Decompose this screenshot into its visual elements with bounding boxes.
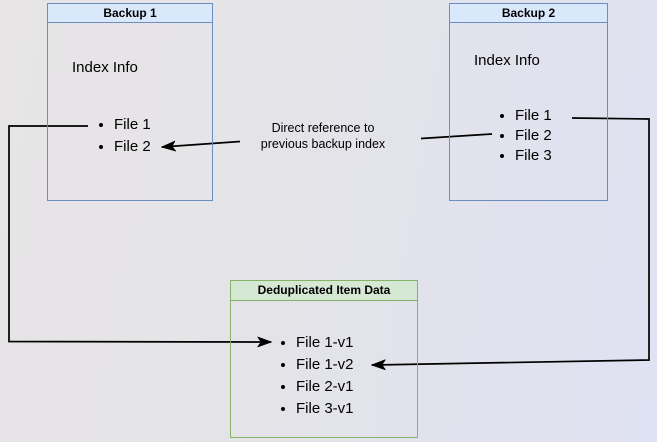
- backup1-file-list: File 1File 2: [94, 114, 151, 158]
- dedup-file-list: File 1-v1File 1-v2File 2-v1File 3-v1: [276, 332, 354, 420]
- file-list-item: File 3: [515, 146, 552, 166]
- file-list-item: File 1-v1: [296, 332, 354, 354]
- backup2-box: Backup 2 Index Info File 1File 2File 3: [449, 3, 608, 201]
- deduplicated-item-data-box: Deduplicated Item Data File 1-v1File 1-v…: [230, 280, 418, 438]
- file-list-item: File 2: [114, 136, 151, 158]
- file-list-item: File 2: [515, 126, 552, 146]
- file-list-item: File 1-v2: [296, 354, 354, 376]
- backup2-file-list: File 1File 2File 3: [495, 106, 552, 166]
- direct-reference-label-line1: Direct reference to: [271, 121, 375, 135]
- direct-reference-label-line2: previous backup index: [260, 136, 386, 151]
- backup1-title: Backup 1: [48, 4, 212, 23]
- direct-reference-label: Direct reference to previous backup inde…: [240, 121, 406, 152]
- file-list-item: File 3-v1: [296, 398, 354, 420]
- backup1-box: Backup 1 Index Info File 1File 2: [47, 3, 213, 201]
- backup1-subtitle: Index Info: [72, 59, 138, 76]
- file-list-item: File 1: [515, 106, 552, 126]
- deduplicated-item-data-title: Deduplicated Item Data: [231, 281, 417, 301]
- file-list-item: File 1: [114, 114, 151, 136]
- backup2-title: Backup 2: [450, 4, 607, 23]
- backup2-subtitle: Index Info: [474, 52, 540, 69]
- file-list-item: File 2-v1: [296, 376, 354, 398]
